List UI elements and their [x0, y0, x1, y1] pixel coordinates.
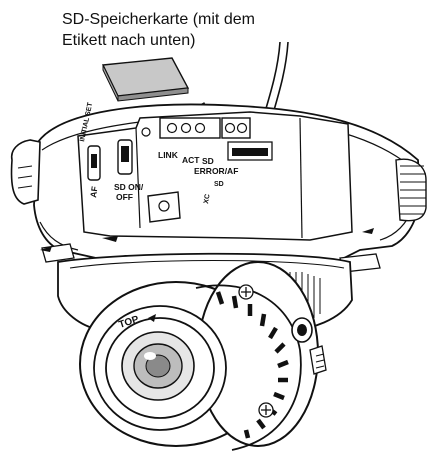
zoom-ring: [195, 284, 302, 451]
terminal-block: [141, 117, 251, 139]
label-sd-on-off-2: OFF: [116, 192, 133, 202]
right-knurl: [395, 158, 427, 222]
xc-logo: XC: [203, 194, 212, 205]
focus-adjust-knob: [291, 317, 327, 375]
screw-mount-block: [147, 191, 181, 223]
caption-line-1: SD-Speicherkarte (mit dem: [62, 11, 255, 28]
sd-on-off-switch: [117, 139, 133, 175]
label-af: AF: [88, 186, 99, 199]
sd-card-slot: [227, 141, 273, 161]
label-error-af: ERROR/AF: [194, 166, 238, 176]
label-sd: SD: [202, 156, 214, 166]
inner-cavity: [77, 111, 353, 241]
lens-glass: [121, 331, 195, 401]
top-arrow-icon: [148, 314, 156, 322]
label-link: LINK: [158, 150, 179, 160]
label-sd-on-off-1: SD ON/: [114, 182, 144, 192]
sd-card: [101, 57, 190, 102]
gimbal-screws: [238, 284, 274, 418]
caption-line-2: Etikett nach unten): [62, 32, 195, 49]
label-act: ACT: [182, 155, 200, 165]
sd-logo: SD: [214, 181, 224, 188]
housing-marks: [40, 228, 374, 252]
left-mount-tab: [10, 139, 41, 205]
initial-set-switch: [87, 145, 101, 181]
